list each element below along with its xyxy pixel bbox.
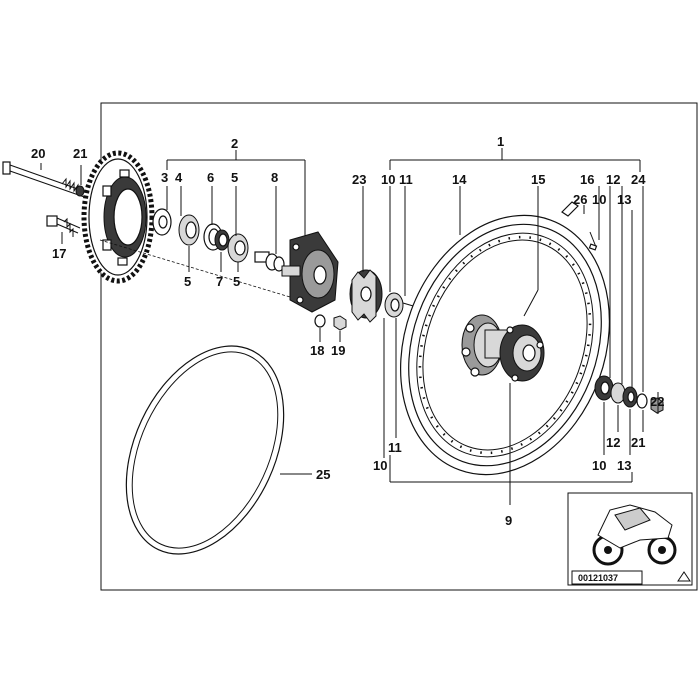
label-21-left: 21 (73, 146, 87, 161)
label-11-top: 11 (399, 172, 413, 187)
label-20: 20 (31, 146, 45, 161)
label-7: 7 (216, 274, 223, 289)
label-5-top: 5 (231, 170, 238, 185)
cush-drive-damper (349, 269, 383, 323)
label-8: 8 (271, 170, 278, 185)
label-14: 14 (452, 172, 467, 187)
label-5-right: 5 (233, 274, 240, 289)
label-24: 24 (631, 172, 646, 187)
label-22: 22 (650, 394, 664, 409)
washer-4 (152, 208, 172, 236)
bolt-17 (46, 215, 81, 237)
label-12-bottom: 12 (606, 435, 620, 450)
group-bracket-1 (389, 148, 641, 483)
label-26: 26 (573, 192, 587, 207)
ring-8 (265, 253, 285, 272)
valve-cap-26 (561, 201, 579, 217)
bush-5b (227, 233, 249, 263)
nut-22 (650, 397, 664, 414)
label-17: 17 (52, 246, 66, 261)
label-10-mid: 10 (592, 192, 606, 207)
label-16: 16 (580, 172, 594, 187)
bearing-left (384, 292, 421, 318)
label-15: 15 (531, 172, 545, 187)
drive-belt-25 (125, 345, 285, 555)
label-9: 9 (505, 513, 512, 528)
seal-7 (214, 229, 230, 251)
nut-21-left (75, 185, 85, 197)
sprocket-carrier (281, 231, 339, 313)
washer-21-right (636, 393, 648, 409)
label-23: 23 (352, 172, 366, 187)
warning-triangle-icon (677, 571, 691, 582)
label-12-top: 12 (606, 172, 620, 187)
label-10-top: 10 (381, 172, 395, 187)
label-13-top: 13 (617, 192, 631, 207)
nut-19 (333, 315, 347, 331)
spacer-13 (622, 386, 638, 408)
diagram-frame (100, 102, 698, 591)
label-11-bottom: 11 (388, 440, 402, 455)
label-5-left: 5 (184, 274, 191, 289)
wheel-hub (461, 314, 545, 382)
diagram-code: 00121037 (578, 573, 618, 583)
label-10-bottom-left: 10 (373, 458, 387, 473)
label-6: 6 (207, 170, 214, 185)
sprocket-3 (81, 150, 155, 284)
label-18: 18 (310, 343, 324, 358)
label-10-bottom-right: 10 (592, 458, 606, 473)
label-13-bottom: 13 (617, 458, 631, 473)
label-3: 3 (161, 170, 168, 185)
label-21-right: 21 (631, 435, 645, 450)
motorcycle-thumbnail: 00121037 (567, 492, 693, 586)
label-4: 4 (175, 170, 183, 185)
motorcycle-icon (592, 504, 677, 566)
valve-16 (588, 231, 598, 251)
bush-5a (178, 214, 200, 246)
group-bracket-2 (166, 150, 306, 240)
label-2: 2 (231, 136, 238, 151)
label-19: 19 (331, 343, 345, 358)
label-1: 1 (497, 134, 504, 149)
bearing-right-10 (594, 375, 614, 401)
washer-18 (314, 314, 326, 328)
label-25: 25 (316, 467, 330, 482)
